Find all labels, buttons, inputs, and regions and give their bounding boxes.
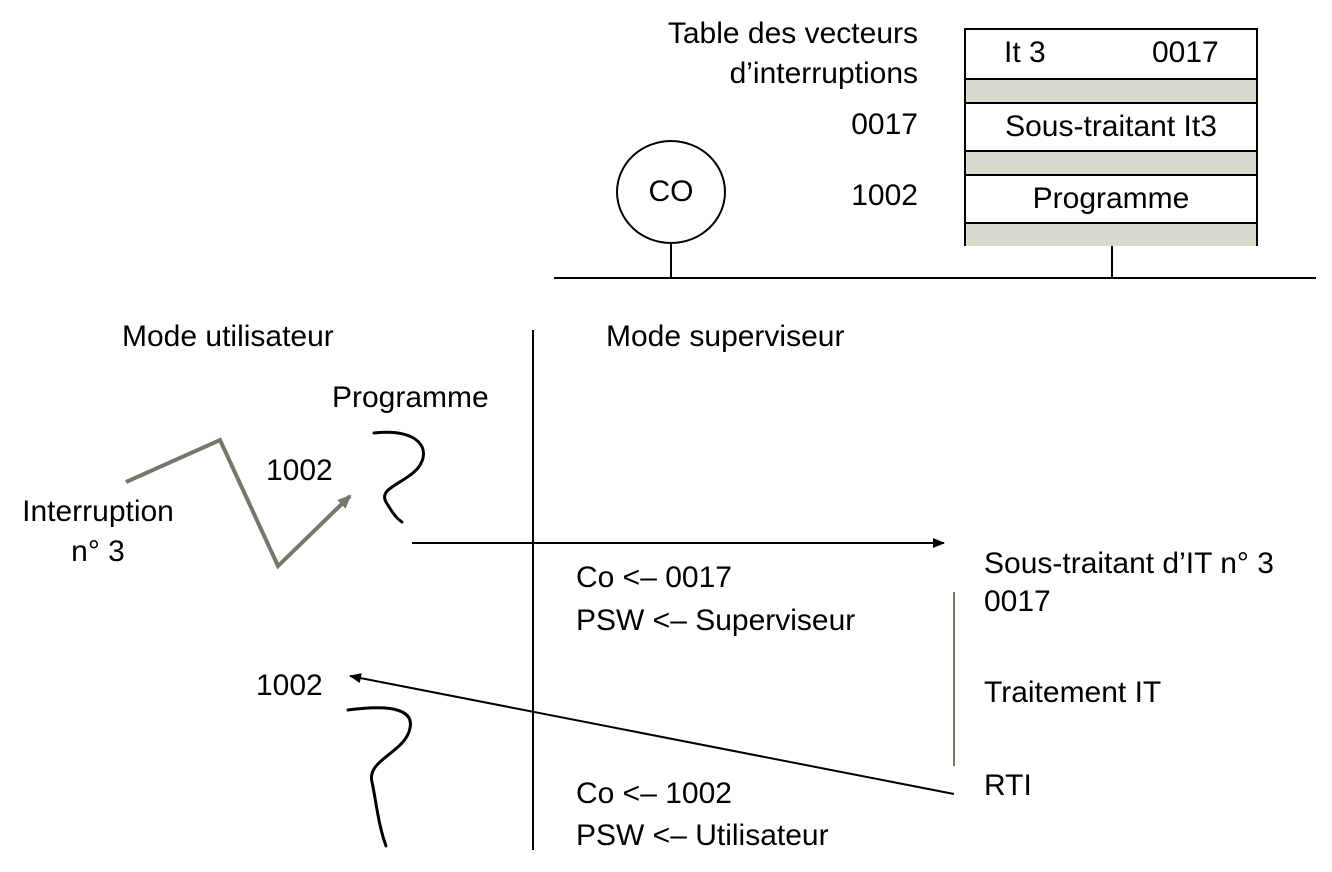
rti-label: RTI xyxy=(984,769,1032,802)
handler-title: Sous-traitant d’IT n° 3 xyxy=(984,547,1274,580)
interruption-label-line1: Interruption xyxy=(22,495,174,528)
program-counter-circle: CO xyxy=(616,140,726,244)
exit-co-assign: Co <– 1002 xyxy=(576,777,732,810)
mode-user-heading: Mode utilisateur xyxy=(122,320,334,353)
handler-address: 0017 xyxy=(984,585,1051,618)
vector-table-title-line2: d’interruptions xyxy=(729,57,918,90)
program-counter-label: CO xyxy=(648,175,694,208)
vector-row-gap xyxy=(966,222,1256,246)
entry-co-assign: Co <– 0017 xyxy=(576,561,732,594)
vector-row-program-label: Programme xyxy=(1032,182,1190,215)
vector-table-title-line1: Table des vecteurs xyxy=(667,17,918,50)
vector-table: It 3 0017 Sous-traitant It3 Programme xyxy=(964,28,1258,246)
vector-row-handler-label: Sous-traitant It3 xyxy=(1005,110,1217,143)
program-squiggle-bottom xyxy=(346,706,412,848)
vector-row-it3: It 3 0017 xyxy=(966,30,1256,78)
processing-label: Traitement IT xyxy=(984,676,1162,709)
program-label: Programme xyxy=(332,381,489,414)
vector-row-handler: Sous-traitant It3 xyxy=(966,102,1256,150)
address-label-1002: 1002 xyxy=(851,179,918,212)
vector-row-it3-name: It 3 xyxy=(1004,36,1046,69)
mode-supervisor-heading: Mode superviseur xyxy=(606,320,845,353)
vector-row-program: Programme xyxy=(966,174,1256,222)
address-return-label: 1002 xyxy=(256,669,323,702)
interruption-label-line2: n° 3 xyxy=(71,535,125,568)
program-squiggle-top xyxy=(372,430,425,524)
address-top-label: 1002 xyxy=(266,454,333,487)
vector-row-gap xyxy=(966,78,1256,102)
vector-row-gap xyxy=(966,150,1256,174)
vector-row-it3-value: 0017 xyxy=(1152,36,1219,69)
exit-psw-assign: PSW <– Utilisateur xyxy=(576,819,829,852)
address-label-0017: 0017 xyxy=(851,108,918,141)
entry-psw-assign: PSW <– Superviseur xyxy=(576,604,856,637)
